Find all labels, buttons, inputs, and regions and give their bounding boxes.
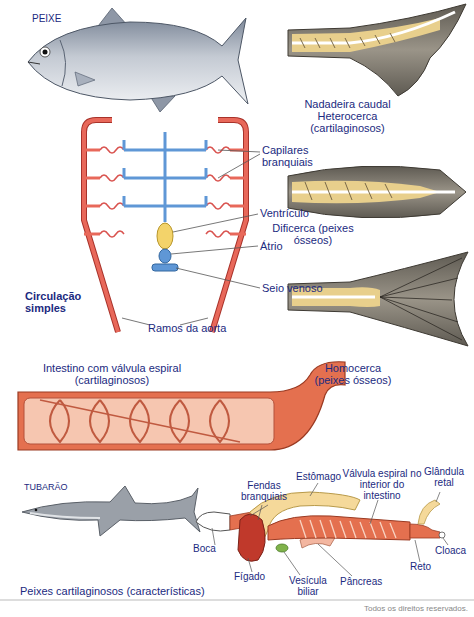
tail-homocerca [288, 252, 468, 346]
part-label: Reto [410, 561, 450, 572]
tail-dificerca [288, 166, 466, 218]
part-label: Cloaca [435, 545, 474, 556]
part-label: Válvula espiral no interior do intestino [342, 468, 422, 501]
intestine-drawing [18, 362, 345, 450]
part-label: PEIXE [32, 13, 92, 24]
fish-drawing [28, 8, 248, 112]
part-label: Nadadeira caudal Heterocerca (cartilagin… [300, 98, 395, 134]
circulation-drawing [84, 120, 260, 332]
part-label: TUBARÃO [24, 482, 94, 492]
part-label: Dificerca (peixes ósseos) [272, 222, 354, 246]
part-label: Ventrículo [260, 207, 340, 219]
part-label: Circulação simples [25, 290, 97, 314]
part-label: Seio venoso [262, 282, 342, 294]
part-label: Fígado [234, 571, 284, 582]
shark-drawing [22, 486, 200, 536]
part-label: Vesícula biliar [282, 575, 334, 597]
part-label: Peixes cartilaginosos (características) [20, 585, 250, 597]
part-label: Ramos da aorta [148, 322, 248, 334]
part-label: Intestino com válvula espiral (cartilagi… [12, 362, 212, 386]
tail-heterocerca [288, 4, 466, 96]
part-label: Fendas branquiais [236, 480, 292, 502]
part-label: Capilares branquiais [262, 144, 322, 168]
part-label: Homocerca (peixes ósseos) [312, 362, 394, 386]
part-label: Boca [193, 543, 233, 554]
part-label: Glândula retal [418, 466, 470, 488]
part-label: Todos os direitos reservados. [300, 604, 468, 613]
part-label: Pâncreas [340, 576, 400, 587]
